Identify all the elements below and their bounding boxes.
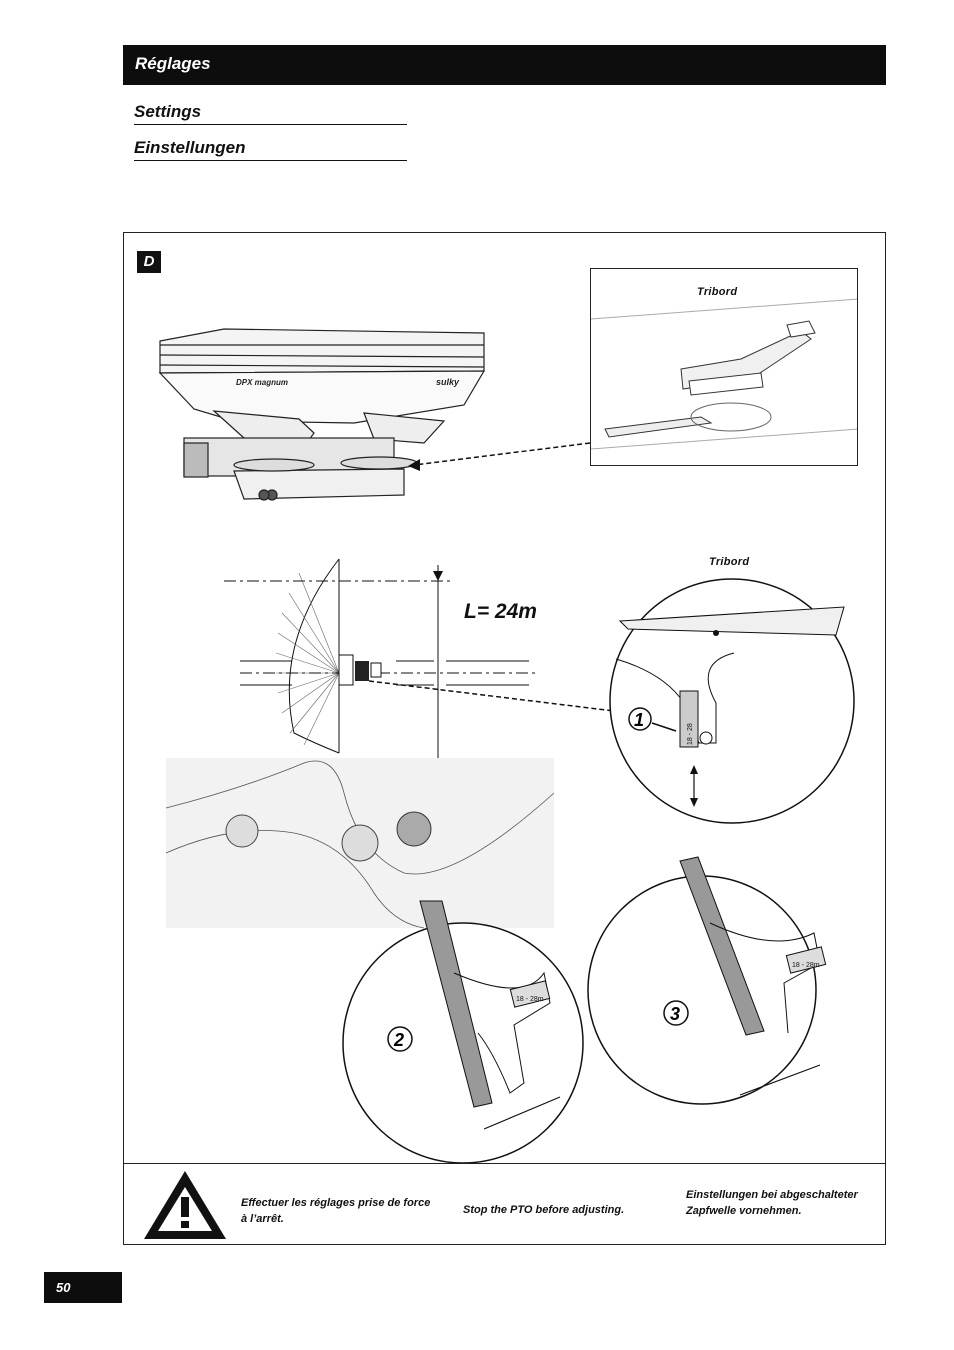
machine-brand: DPX magnum — [236, 378, 288, 387]
warning-divider — [124, 1163, 885, 1164]
inset-tribord-label: Tribord — [697, 286, 738, 298]
circle-tribord-label: Tribord — [709, 556, 750, 568]
step-1-label: 1 — [634, 710, 644, 730]
scale-label-small-3: 18 - 28m — [792, 962, 820, 969]
page-number: 50 — [44, 1272, 122, 1303]
scale-label-small-2: 18 - 28m — [516, 996, 544, 1003]
warning-text-en: Stop the PTO before adjusting. — [463, 1204, 625, 1216]
header-bar: Réglages — [123, 45, 886, 85]
subtitle-settings: Settings — [134, 102, 407, 125]
figure-badge: D — [137, 251, 161, 273]
warning-text-de: Einstellungen bei abgeschalteter Zapfwel… — [686, 1189, 858, 1217]
step-3-label: 3 — [670, 1004, 680, 1024]
scale-label-large: 18 - 28 — [687, 723, 694, 745]
warning-triangle-icon — [144, 1171, 226, 1239]
page-title: Réglages — [135, 54, 211, 73]
step-2-label: 2 — [393, 1030, 404, 1050]
working-width-label: L= 24m — [464, 600, 537, 623]
machine-logo: sulky — [436, 377, 460, 387]
tribord-inset: Tribord — [590, 268, 858, 466]
subtitle-einstellungen: Einstellungen — [134, 138, 407, 161]
figure-frame: D DPX magnum sulky — [123, 232, 886, 1245]
warning-text-fr: Effectuer les réglages prise de force à … — [241, 1197, 431, 1225]
spreader-machine-illustration: DPX magnum sulky — [158, 328, 855, 1164]
